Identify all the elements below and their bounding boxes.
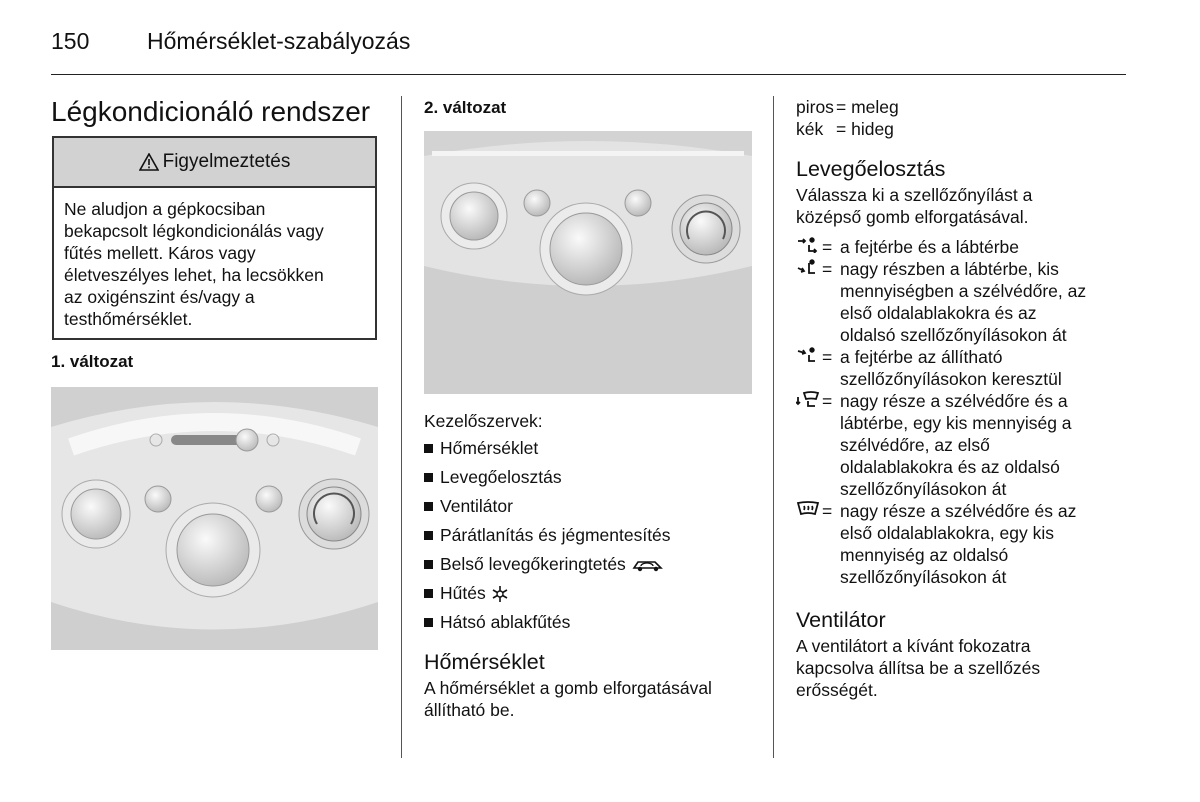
foot-and-windscreen-icon [795, 391, 820, 407]
distribution-line: a fejtérbe az állítható [840, 347, 1003, 367]
controls-list: Hőmérséklet Levegőelosztás Ventilátor Pá… [424, 434, 671, 637]
warning-line: testhőmérséklet. [64, 309, 193, 329]
temperature-heading: Hőmérséklet [424, 650, 545, 674]
variant-2-label: 2. változat [424, 98, 507, 117]
fan-line: erősségét. [796, 680, 878, 700]
distribution-intro-line: Válassza ki a szellőzőnyílást a [796, 185, 1033, 205]
list-item-text: Belső levegőkeringtetés [440, 554, 626, 574]
list-item-text: Ventilátor [440, 496, 513, 516]
list-item: Párátlanítás és jégmentesítés [424, 521, 671, 550]
distribution-heading: Levegőelosztás [796, 157, 946, 181]
distribution-item-head-and-foot: = a fejtérbe és a lábtérbe [796, 236, 1126, 258]
page-number: 150 [51, 28, 90, 54]
bullet-icon [424, 531, 433, 540]
variant-2-control-panel-image [424, 131, 752, 394]
list-item: Hátsó ablakfűtés [424, 608, 671, 637]
legend-eq: = [836, 97, 852, 117]
warning-line: fűtés mellett. Káros vagy [64, 243, 256, 263]
legend-eq: = [836, 119, 852, 139]
bullet-icon [424, 473, 433, 482]
section-title: Légkondicionáló rendszer [51, 96, 371, 127]
warning-title: Figyelmeztetés [162, 151, 291, 172]
fan-line: kapcsolva állítsa be a szellőzés [796, 658, 1041, 678]
color-legend-row: kék = hideg [796, 118, 899, 140]
fan-text: A ventilátort a kívánt fokozatra kapcsol… [796, 635, 1040, 701]
bullet-icon [424, 589, 433, 598]
list-item-text: Hőmérséklet [440, 438, 539, 458]
chapter-title: Hőmérséklet-szabályozás [147, 28, 411, 54]
color-legend-row: piros= meleg [796, 96, 899, 118]
foot-icon [797, 259, 815, 274]
distribution-intro: Válassza ki a szellőzőnyílást a középső … [796, 184, 1032, 228]
recirculation-car-icon [632, 560, 663, 571]
temperature-line: A hőmérséklet a gomb elforgatásával [424, 678, 712, 698]
distribution-item-head: = a fejtérbe az állítható szellőzőnyílás… [796, 346, 1126, 390]
controls-label: Kezelőszervek: [424, 411, 543, 431]
warning-box: Figyelmeztetés Ne aludjon a gépkocsiban … [52, 136, 377, 340]
distribution-list: = a fejtérbe és a lábtérbe = nagy részbe… [795, 236, 1126, 588]
list-item: Hőmérséklet [424, 434, 671, 463]
warning-line: az oxigénszint és/vagy a [64, 287, 255, 307]
head-icon [797, 347, 815, 362]
fan-line: A ventilátort a kívánt fokozatra [796, 636, 1031, 656]
list-item-text: Hűtés [440, 583, 486, 603]
fan-heading: Ventilátor [796, 608, 886, 632]
list-item-text: Párátlanítás és jégmentesítés [440, 525, 671, 545]
column-divider-1 [401, 96, 402, 758]
head-and-foot-icon [798, 237, 818, 254]
variant-1-control-panel-image [51, 387, 378, 650]
bullet-icon [424, 502, 433, 511]
distribution-line: oldalablakokra és az oldalsó [840, 457, 1060, 477]
temperature-text: A hőmérséklet a gomb elforgatásával állí… [424, 677, 712, 721]
list-item: Ventilátor [424, 492, 671, 521]
warning-line: Ne aludjon a gépkocsiban [64, 199, 266, 219]
color-legend: piros= meleg kék = hideg [796, 96, 899, 140]
distribution-line: első oldalablakokra, egy kis [840, 523, 1055, 543]
distribution-line: mennyiségben a szélvédőre, az [840, 281, 1087, 301]
distribution-line: mennyiség az oldalsó [840, 545, 1009, 565]
distribution-line: szellőzőnyílásokon át [840, 479, 1007, 499]
list-item-text: Hátsó ablakfűtés [440, 612, 571, 632]
list-item: Levegőelosztás [424, 463, 671, 492]
list-item: Belső levegőkeringtetés [424, 550, 671, 579]
distribution-item-foot-and-windscreen: = nagy része a szélvédőre és a lábtérbe,… [795, 390, 1126, 500]
warning-line: életveszélyes lehet, ha lecsökken [64, 265, 324, 285]
warning-triangle-icon [138, 153, 159, 171]
bullet-icon [424, 560, 433, 569]
temperature-line: állítható be. [424, 700, 515, 720]
distribution-line: nagy része a szélvédőre és a [840, 391, 1068, 411]
bullet-icon [424, 618, 433, 627]
distribution-line: nagy részben a lábtérbe, kis [840, 259, 1059, 279]
variant-1-label: 1. változat [51, 352, 134, 371]
distribution-line: szellőzőnyílásokon át [840, 567, 1007, 587]
legend-color: piros [796, 97, 834, 117]
distribution-item-windscreen: = nagy része a szélvédőre és az első old… [796, 500, 1126, 588]
distribution-line: szélvédőre, az első [840, 435, 990, 455]
distribution-intro-line: középső gomb elforgatásával. [796, 207, 1029, 227]
distribution-line: szellőzőnyílásokon keresztül [840, 369, 1062, 389]
header-rule [51, 74, 1126, 75]
legend-meaning: meleg [851, 97, 899, 117]
distribution-line: lábtérbe, egy kis mennyiség a [840, 413, 1072, 433]
distribution-line: első oldalablakokra és az [840, 303, 1037, 323]
bullet-icon [424, 444, 433, 453]
warning-header: Figyelmeztetés [54, 138, 375, 188]
distribution-line: oldalsó szellőzőnyílásokon át [840, 325, 1067, 345]
distribution-item-foot: = nagy részben a lábtérbe, kis mennyiség… [796, 258, 1126, 346]
snowflake-icon [492, 585, 508, 602]
list-item-text: Levegőelosztás [440, 467, 562, 487]
legend-meaning: hideg [851, 119, 894, 139]
legend-color: kék [796, 119, 824, 139]
column-divider-2 [773, 96, 774, 758]
distribution-line: a fejtérbe és a lábtérbe [840, 237, 1020, 257]
warning-text: Ne aludjon a gépkocsiban bekapcsolt légk… [54, 188, 375, 340]
list-item: Hűtés [424, 579, 671, 608]
warning-line: bekapcsolt légkondicionálás vagy [64, 221, 324, 241]
distribution-line: nagy része a szélvédőre és az [840, 501, 1077, 521]
windscreen-icon [796, 501, 820, 516]
